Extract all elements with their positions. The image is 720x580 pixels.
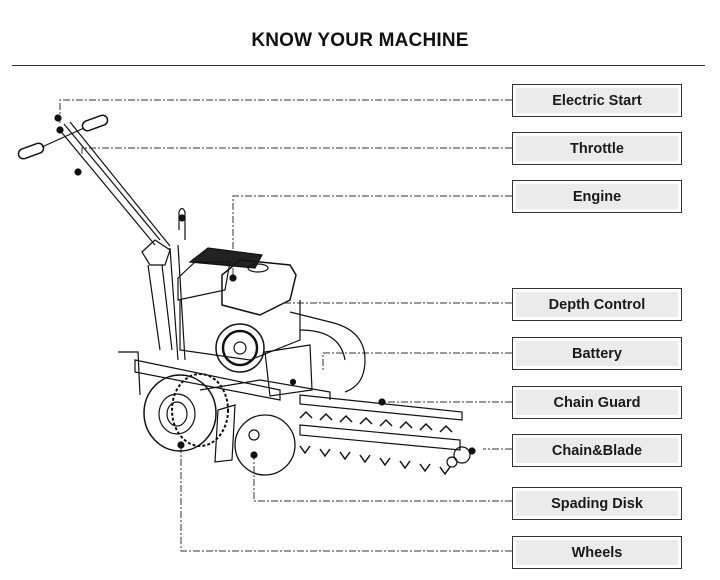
- label-throttle: Throttle: [512, 132, 682, 165]
- label-depth-control: Depth Control: [512, 288, 682, 321]
- spading-disk: [214, 404, 296, 476]
- chain-guard-hood: [289, 311, 366, 393]
- leader-battery: [322, 352, 512, 370]
- leader-spading-disk: [253, 455, 512, 502]
- label-battery: Battery: [512, 337, 682, 370]
- label-chain-guard: Chain Guard: [512, 386, 682, 419]
- label-wheels: Wheels: [512, 536, 682, 569]
- frame: [118, 351, 331, 401]
- leader-lines: [59, 99, 512, 552]
- chain-teeth: [299, 410, 453, 476]
- leader-electric-start: [59, 99, 512, 125]
- wheel: [143, 373, 229, 452]
- label-engine: Engine: [512, 180, 682, 213]
- leader-throttle: [81, 147, 512, 158]
- boom-and-chain: [299, 394, 476, 476]
- label-electric-start: Electric Start: [512, 84, 682, 117]
- leader-engine: [232, 195, 512, 275]
- label-chain-blade: Chain&Blade: [512, 434, 682, 467]
- title-divider: [12, 65, 705, 66]
- column: [141, 207, 186, 361]
- engine-block: [177, 247, 301, 373]
- label-spading-disk: Spading Disk: [512, 487, 682, 520]
- page-title: KNOW YOUR MACHINE: [251, 30, 469, 51]
- handle: [17, 114, 171, 247]
- leader-wheels: [180, 445, 512, 552]
